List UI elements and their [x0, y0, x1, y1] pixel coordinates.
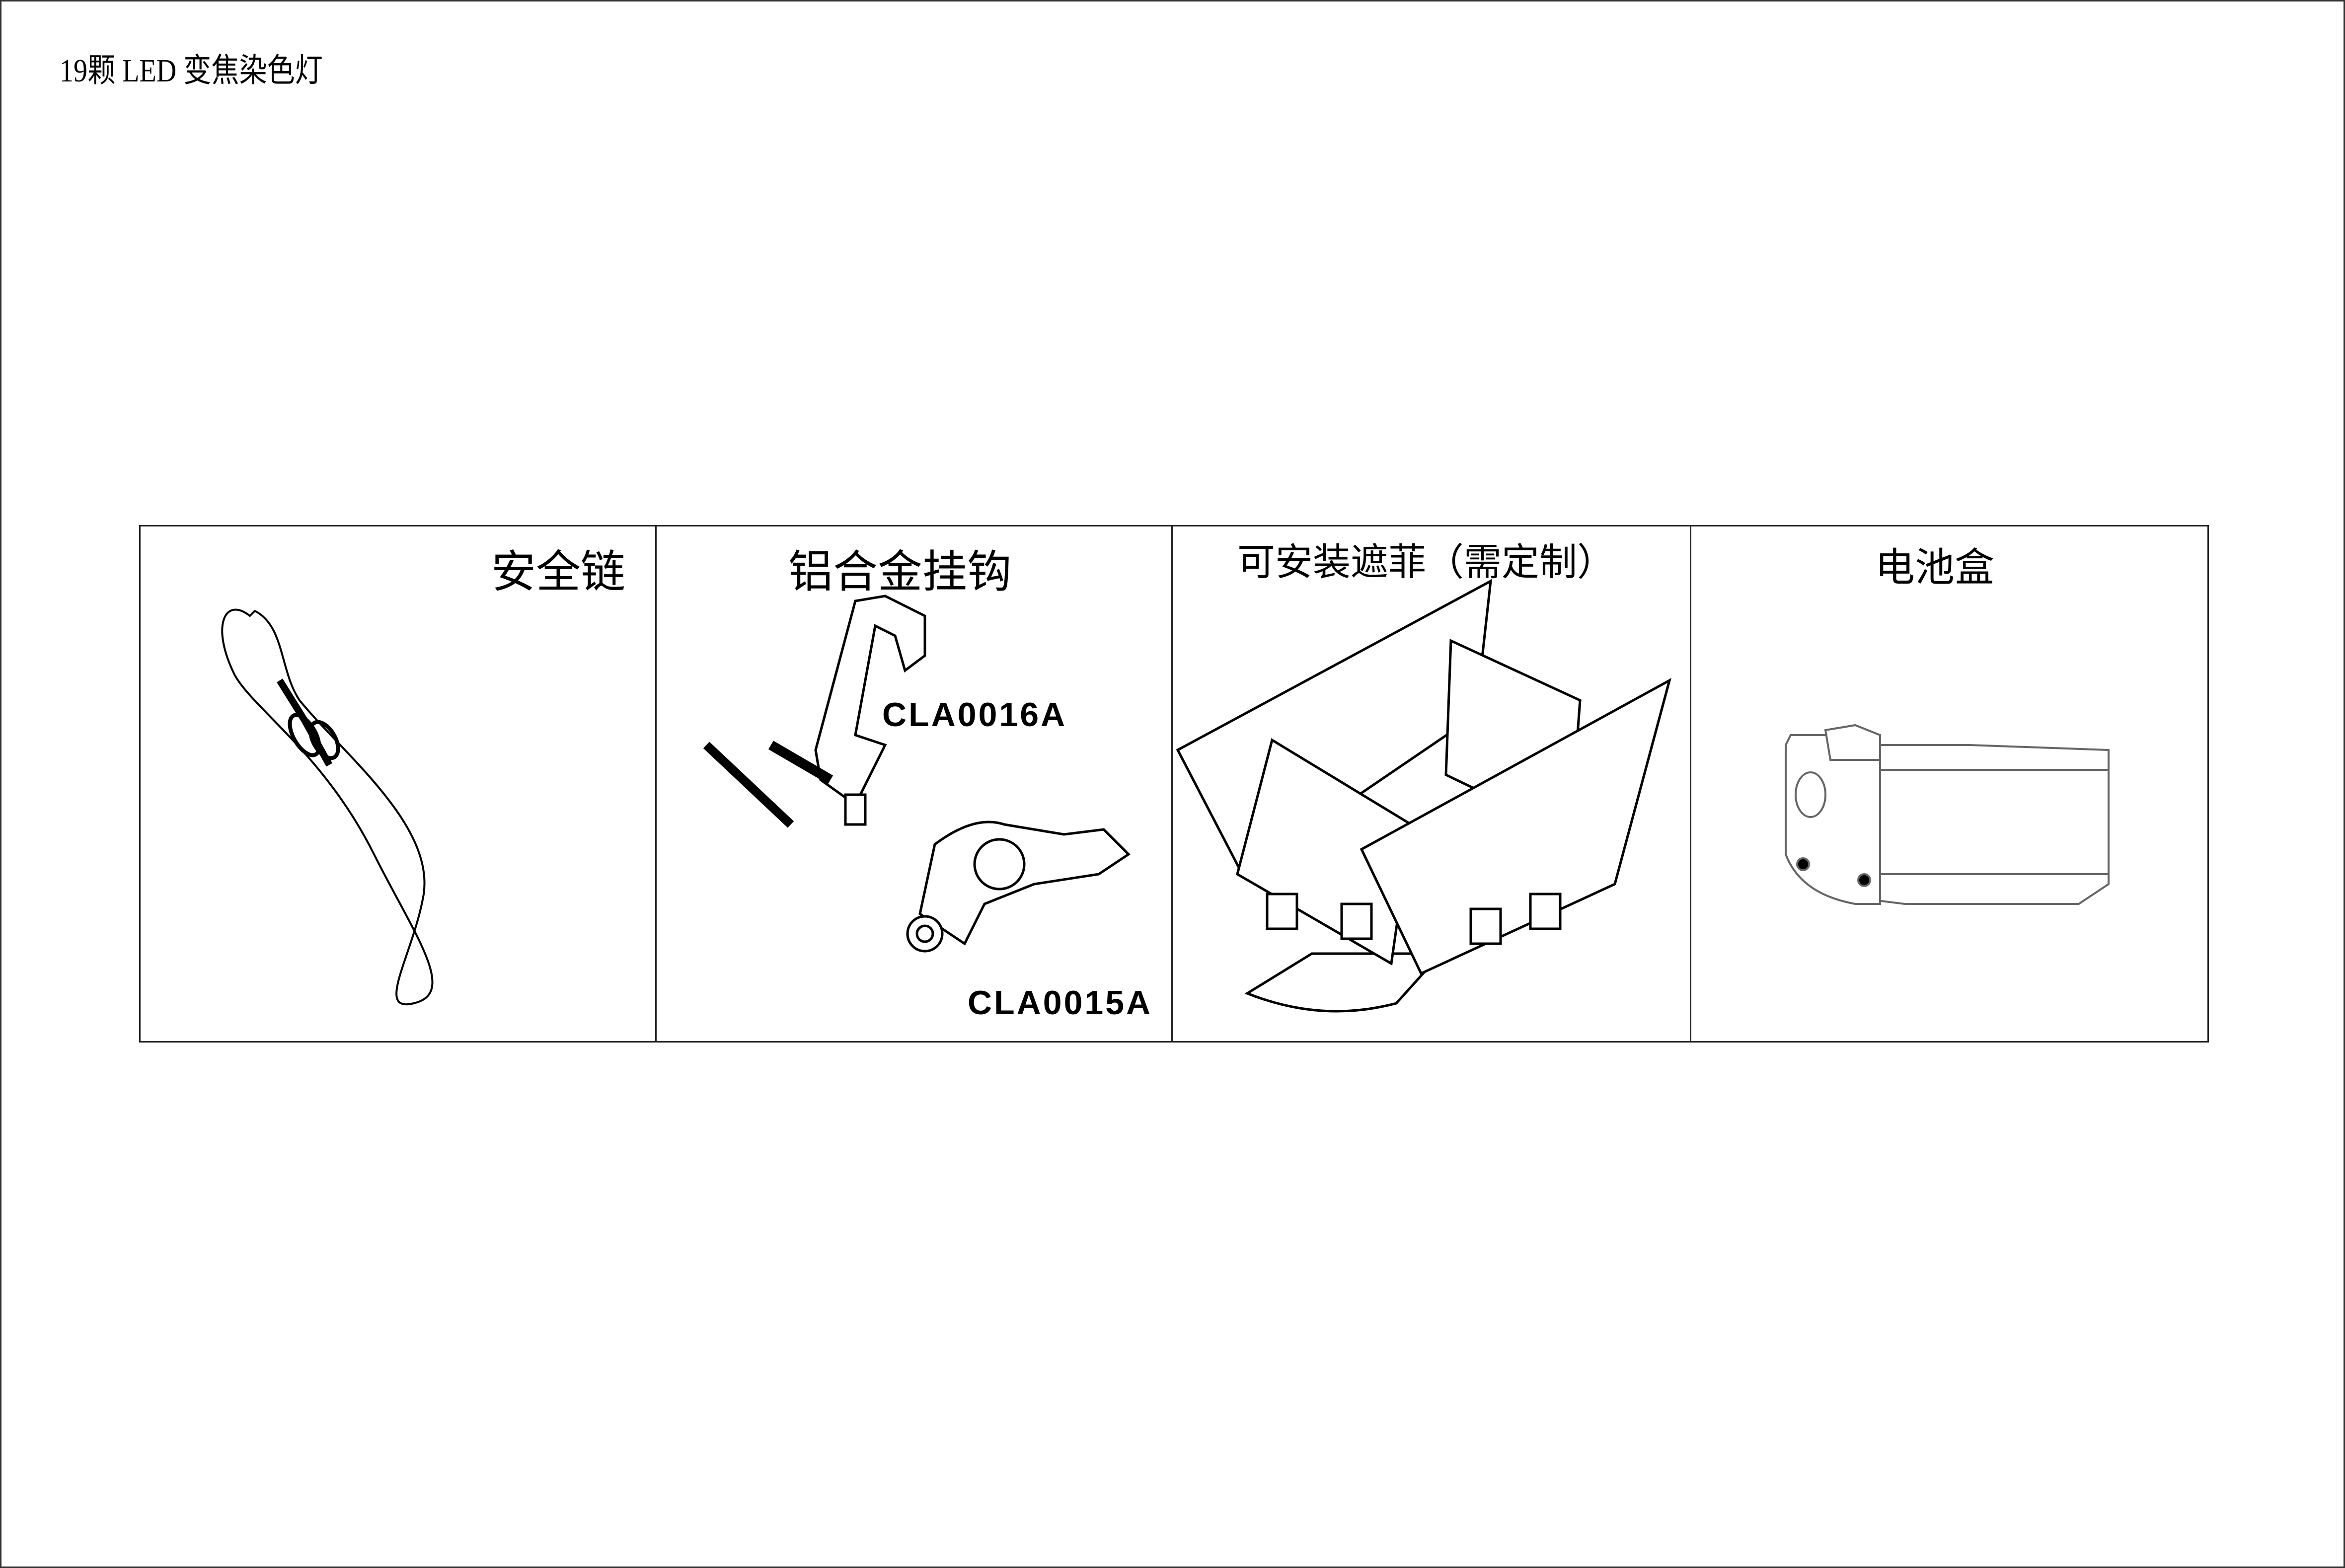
- clamp-code-cla0015a: CLA0015A: [968, 984, 1153, 1022]
- accessory-name: 铝合金挂钩: [788, 546, 1012, 598]
- clamp-cla0016a-illustration: [703, 595, 1131, 953]
- accessory-cell-barn-doors: 可安装遮菲（需定制）: [1173, 526, 1691, 1041]
- accessory-cell-safety-cable: 安全链: [141, 526, 657, 1041]
- accessories-table: 安全链 铝合金挂钩 CLA0016A CLA0015A: [139, 525, 2209, 1043]
- accessory-name: 安全链: [491, 546, 625, 598]
- accessory-cell-battery-box: 电池盒: [1691, 526, 2210, 1041]
- accessory-name: 可安装遮菲（需定制）: [1237, 540, 1615, 584]
- clamp-code-cla0016a: CLA0016A: [882, 696, 1067, 734]
- safety-cable-illustration: [221, 608, 434, 1006]
- page-title: 19颗 LED 变焦染色灯: [60, 53, 323, 89]
- barn-doors-illustration: [1176, 579, 1671, 1013]
- battery-box-illustration: [1785, 724, 2110, 905]
- accessory-cell-clamps: 铝合金挂钩 CLA0016A CLA0015A: [657, 526, 1173, 1041]
- accessory-name: 电池盒: [1875, 544, 1994, 591]
